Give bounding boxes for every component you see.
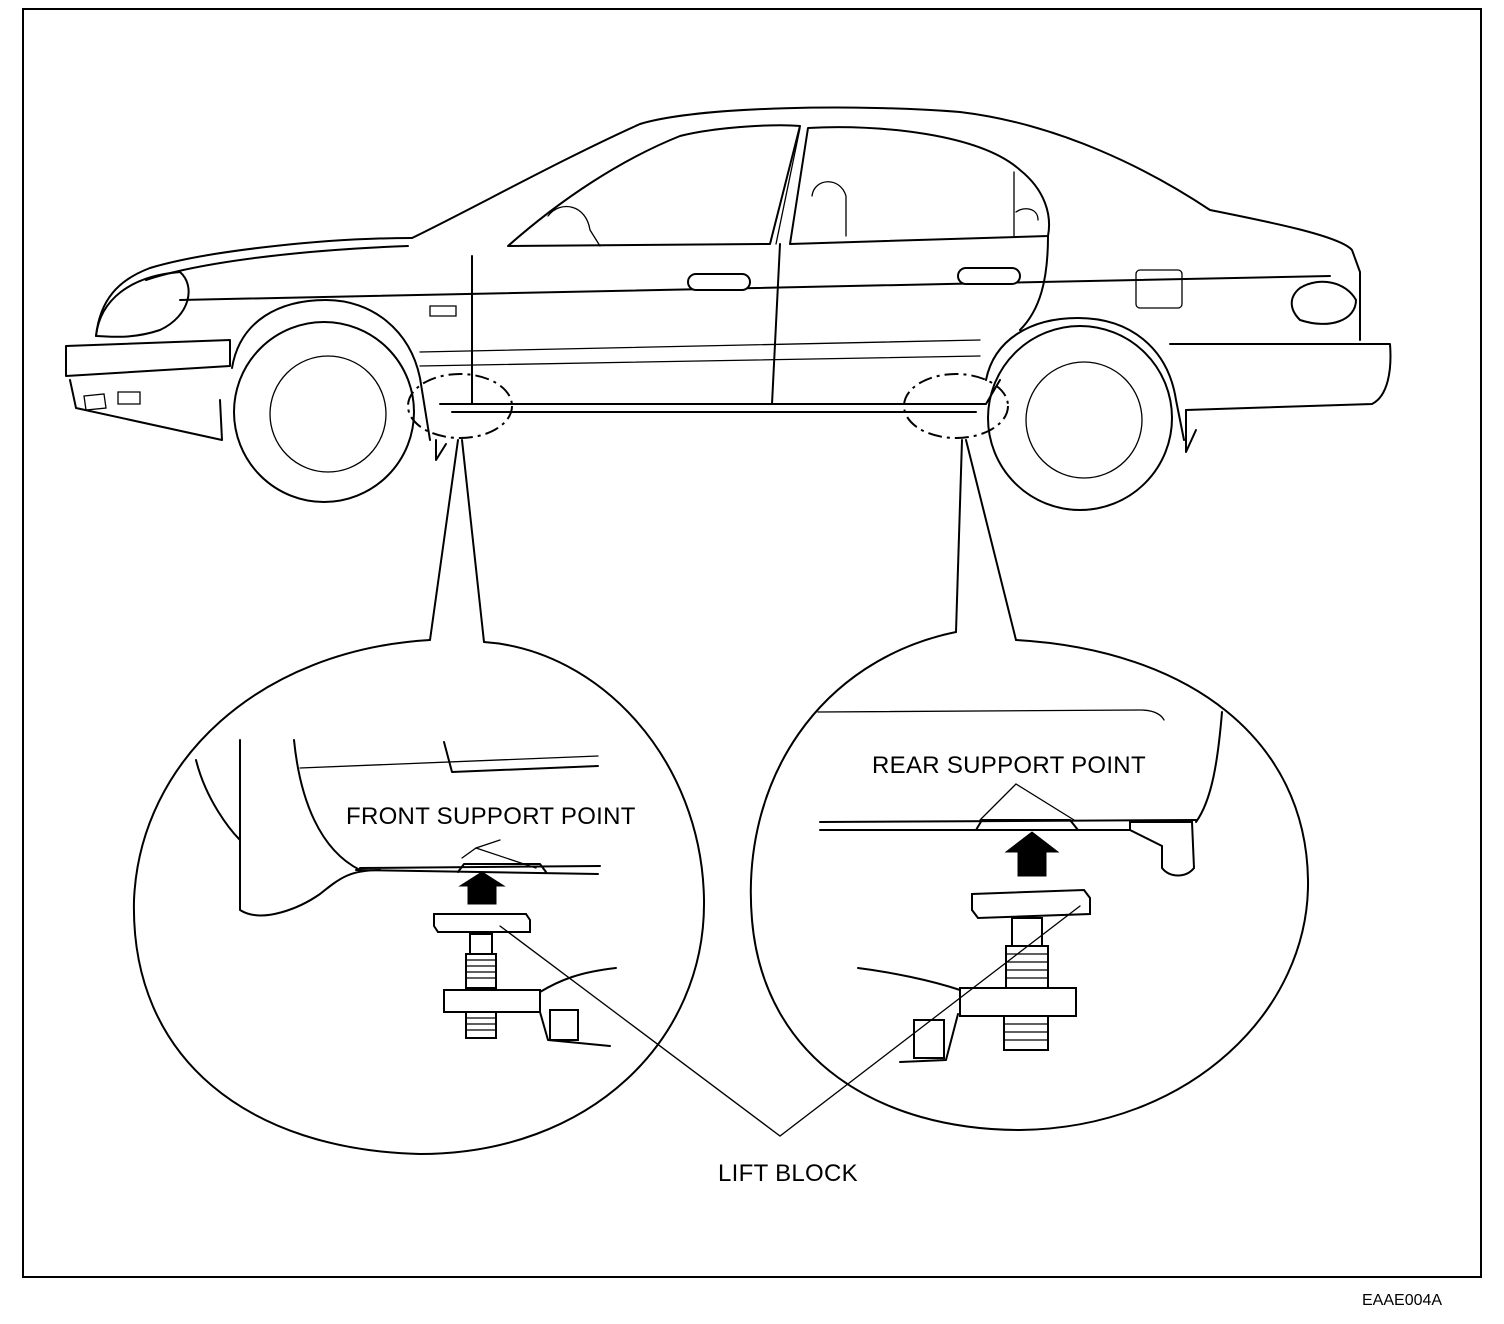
figure-frame — [22, 8, 1482, 1278]
rear-leader-left — [955, 439, 963, 633]
rear-support-pointer — [979, 783, 1075, 821]
front-support-point-label: FRONT SUPPORT POINT — [346, 803, 636, 830]
front-support-pointer-2 — [475, 847, 537, 869]
rear-callout-ellipse — [903, 373, 1009, 439]
rear-detail-circle — [749, 631, 1310, 1131]
rear-leader-right — [965, 439, 1017, 641]
lift-block-label: LIFT BLOCK — [718, 1160, 858, 1187]
car-side-view — [65, 106, 1392, 511]
rear-support-point-label: REAR SUPPORT POINT — [872, 752, 1146, 779]
front-leader-left — [429, 439, 459, 641]
lift-block-leader — [499, 905, 1081, 1137]
front-callout-ellipse — [407, 373, 513, 439]
front-detail-circle — [132, 639, 706, 1155]
figure-code: EAAE004A — [1362, 1292, 1443, 1309]
front-leader-right — [461, 439, 485, 643]
